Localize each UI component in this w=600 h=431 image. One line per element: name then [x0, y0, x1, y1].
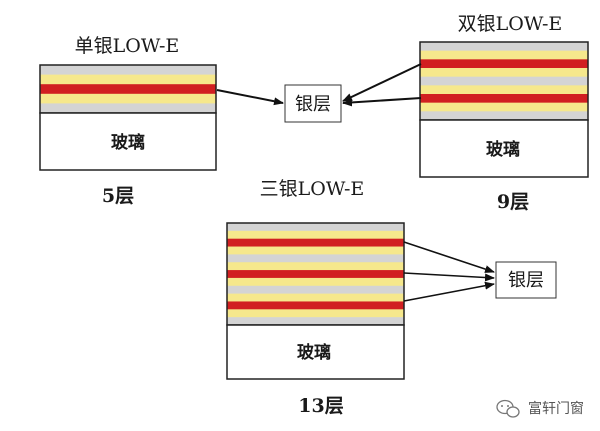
single-glass-label: 玻璃: [111, 132, 145, 153]
double-layer-4-yellow: [420, 68, 588, 77]
watermark: 富轩门窗: [496, 399, 584, 418]
triple-glass: [226, 324, 405, 380]
triple-layer-2-yellow: [227, 230, 404, 239]
double-layer-5-gray: [420, 76, 588, 86]
double-glass-label: 玻璃: [486, 139, 520, 160]
watermark-text: 富轩门窗: [528, 400, 584, 417]
double-layer-count: 9层: [497, 191, 529, 213]
silver-layer-callout-top-label: 银层: [295, 94, 331, 115]
triple-layer-9-gray: [227, 285, 404, 294]
arrow-double-red2-to-callout: [342, 97, 422, 107]
triple-layer-5-gray: [227, 254, 404, 263]
triple-title: 三银LOW-E: [260, 178, 365, 200]
triple-layer-11-red: [227, 301, 404, 310]
single-layer-5-gray: [40, 103, 216, 114]
silver-layer-callout-bottom: [495, 261, 557, 299]
double-glass: [419, 119, 589, 178]
double-layer-9-gray: [420, 111, 588, 121]
single-title: 单银LOW-E: [75, 35, 180, 57]
single-layer-2-yellow: [40, 74, 216, 85]
triple-glass-label: 玻璃: [297, 342, 331, 363]
double-layer-2-yellow: [420, 50, 588, 60]
double-layer-3-red: [420, 59, 588, 69]
wechat-icon: [496, 399, 520, 418]
single-glass: [39, 112, 217, 171]
double-title: 双银LOW-E: [458, 13, 563, 35]
single-layer-1-gray: [40, 65, 216, 75]
triple-layer-3-red: [227, 238, 404, 247]
triple-layer-6-yellow: [227, 262, 404, 271]
single-layer-4-yellow: [40, 93, 216, 104]
arrow-double-red1-to-callout: [342, 63, 422, 102]
silver-layer-callout-top: [284, 84, 342, 123]
arrow-triple-red2-to-callout: [403, 272, 495, 282]
triple-stack: [226, 222, 405, 326]
double-stack: [419, 41, 589, 121]
arrow-single-to-callout: [216, 89, 284, 106]
triple-layer-13-gray: [227, 317, 404, 326]
triple-layer-10-yellow: [227, 293, 404, 302]
arrow-triple-red3-to-callout: [403, 281, 495, 302]
silver-layer-callout-bottom-label: 银层: [508, 270, 544, 291]
single-layer-count: 5层: [102, 185, 134, 207]
single-stack: [39, 64, 217, 114]
arrow-triple-red1-to-callout: [403, 241, 495, 273]
triple-layer-7-red: [227, 270, 404, 279]
triple-layer-1-gray: [227, 223, 404, 232]
single-layer-3-red: [40, 84, 216, 95]
triple-layer-4-yellow: [227, 246, 404, 255]
double-layer-6-yellow: [420, 85, 588, 95]
double-layer-7-red: [420, 94, 588, 103]
triple-layer-8-yellow: [227, 277, 404, 287]
triple-layer-count: 13层: [298, 395, 343, 417]
double-layer-8-yellow: [420, 102, 588, 112]
double-layer-1-gray: [420, 42, 588, 51]
triple-layer-12-yellow: [227, 309, 404, 318]
